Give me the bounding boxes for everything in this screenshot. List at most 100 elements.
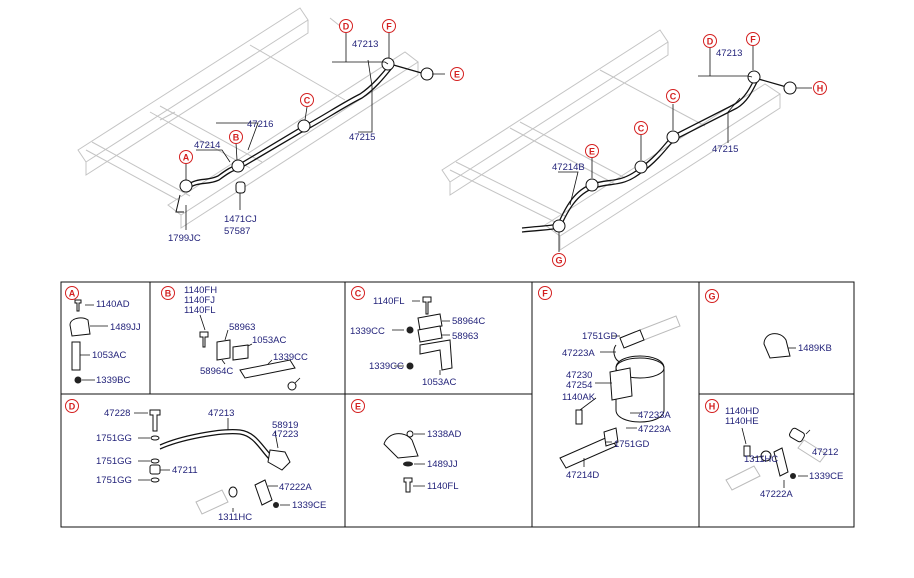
svg-text:1053AC: 1053AC <box>92 350 126 361</box>
svg-text:47230: 47230 <box>566 370 592 381</box>
hose-bend <box>613 344 621 363</box>
svg-text:D: D <box>69 402 76 412</box>
svg-text:1489JJ: 1489JJ <box>110 322 141 333</box>
bolt-ghost <box>195 489 229 515</box>
svg-text:47228: 47228 <box>104 408 130 419</box>
svg-text:1339CC: 1339CC <box>350 326 385 337</box>
fuel-hose <box>159 429 273 457</box>
svg-text:47213: 47213 <box>208 408 234 419</box>
svg-text:E: E <box>454 70 460 80</box>
detail-circle-b <box>231 159 245 173</box>
svg-text:1339CE: 1339CE <box>809 471 843 482</box>
svg-text:47211: 47211 <box>172 465 198 476</box>
detail-circle-h2 <box>783 81 797 95</box>
label-1471cj: 1471CJ <box>224 214 257 225</box>
svg-text:1053AC: 1053AC <box>422 377 456 388</box>
panel-g: G 1489KB <box>705 289 832 359</box>
washer-part <box>403 461 413 467</box>
svg-text:H: H <box>709 402 716 412</box>
svg-text:1751GD: 1751GD <box>614 439 650 450</box>
svg-text:1140FL: 1140FL <box>184 305 216 316</box>
svg-text:E: E <box>355 402 361 412</box>
callout-h2: H <box>813 81 827 95</box>
leaders-top-right <box>558 46 812 252</box>
clip-part <box>763 333 791 359</box>
panel-e: E 1338AD 1489JJ 1140FL <box>351 399 461 493</box>
svg-text:47233A: 47233A <box>638 410 671 421</box>
nut-part <box>287 381 297 391</box>
svg-text:1140FL: 1140FL <box>427 481 459 492</box>
callout-e2: E <box>585 144 599 158</box>
svg-text:F: F <box>542 289 548 299</box>
top-right-assembly: D F H C C E G 47213 47215 47214B <box>441 29 827 267</box>
frame-rail-left <box>77 7 309 176</box>
svg-text:47254: 47254 <box>566 380 592 391</box>
svg-text:1140FH: 1140FH <box>184 285 217 296</box>
svg-text:E: E <box>589 147 595 157</box>
washer-4 <box>228 486 238 498</box>
svg-text:1140FJ: 1140FJ <box>184 295 215 306</box>
svg-text:47222A: 47222A <box>760 489 793 500</box>
eye-bolt <box>149 409 161 432</box>
label-47216: 47216 <box>247 119 273 130</box>
bracket-part <box>419 339 453 371</box>
svg-text:47223: 47223 <box>272 429 298 440</box>
svg-text:58964C: 58964C <box>200 366 233 377</box>
hose-part <box>789 427 805 443</box>
svg-text:1140HE: 1140HE <box>725 416 759 427</box>
fuel-pipe-lower <box>185 67 393 191</box>
nut2-part <box>406 362 414 370</box>
svg-text:58919: 58919 <box>272 420 298 431</box>
svg-text:B: B <box>165 289 172 299</box>
detail-grid <box>60 281 855 528</box>
callout-c2a: C <box>634 121 648 135</box>
svg-text:D: D <box>343 22 350 32</box>
detail-circle-c <box>297 119 311 133</box>
svg-text:1338AD: 1338AD <box>427 429 461 440</box>
top-left-assembly: A B C D F E 47213 47216 47214 47215 1471… <box>77 7 464 244</box>
svg-text:A: A <box>183 153 190 163</box>
label-47215-2: 47215 <box>712 144 738 155</box>
svg-text:1751GG: 1751GG <box>96 475 132 486</box>
bracket-part <box>254 479 273 506</box>
svg-text:1339BC: 1339BC <box>96 375 130 386</box>
svg-text:1311HC: 1311HC <box>218 512 252 523</box>
svg-text:1489JJ: 1489JJ <box>427 459 458 470</box>
svg-text:C: C <box>355 289 362 299</box>
callout-f2: F <box>746 32 760 46</box>
bolt-part <box>575 409 583 425</box>
svg-text:47214D: 47214D <box>566 470 599 481</box>
bolt-part <box>422 296 432 315</box>
plate2-part <box>417 325 443 343</box>
nut-part <box>74 376 82 384</box>
fuel-pipe-lower-2 <box>521 81 758 233</box>
svg-text:1339CC: 1339CC <box>369 361 404 372</box>
screw-part <box>74 299 82 312</box>
callout-g2: G <box>552 253 566 267</box>
frame-rail-left-2 <box>441 29 669 196</box>
svg-text:1140AD: 1140AD <box>96 299 130 310</box>
bracket-part <box>175 194 184 213</box>
callout-a: A <box>179 150 193 164</box>
svg-text:1751GG: 1751GG <box>96 456 132 467</box>
label-47214: 47214 <box>194 140 220 151</box>
callout-b: B <box>229 130 243 144</box>
svg-text:H: H <box>817 84 824 94</box>
svg-text:1339CC: 1339CC <box>273 352 308 363</box>
plate-part <box>216 339 231 361</box>
clip-screw <box>406 430 414 438</box>
clamp-part <box>69 317 91 337</box>
svg-text:D: D <box>707 37 714 47</box>
leaders-top-left <box>185 33 445 230</box>
panel-d: D 47228 47213 58919 47223 1751GG 1751GG … <box>65 399 326 523</box>
label-47213: 47213 <box>352 39 378 50</box>
washer-2 <box>150 458 160 464</box>
detail-circle-e2 <box>585 178 599 192</box>
panel-b: B 1140FH 1140FJ 1140FL 58963 1053AC 1339… <box>161 285 308 391</box>
bolt-part <box>743 445 751 457</box>
detail-circle-f <box>381 57 395 71</box>
pipe-fitting <box>603 427 619 447</box>
frame-crossmember <box>85 44 346 201</box>
svg-text:1140FL: 1140FL <box>373 296 405 307</box>
